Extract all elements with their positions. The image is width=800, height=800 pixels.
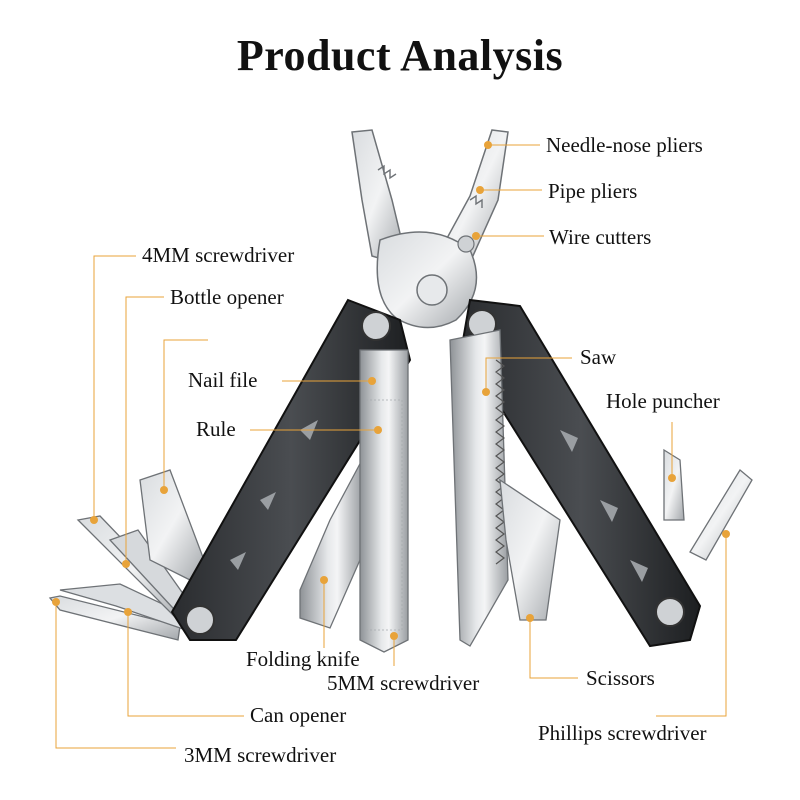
handle-right-cutouts [560,430,648,582]
callout-dot-saw [482,388,490,396]
label-hole-puncher: Hole puncher [606,389,720,413]
nail-file-texture [365,399,403,631]
callout-dot-4mm-screwdriver [90,516,98,524]
label-5mm-screwdriver: 5MM screwdriver [327,671,480,695]
nail-file-blade [359,349,409,653]
callout-line-phillips-screwdriver [656,534,727,717]
plier-teeth [377,164,483,208]
callout-dot-hook [160,486,168,494]
label-bottle-opener: Bottle opener [170,285,284,309]
screwdriver-3mm-blade [48,595,181,641]
handle-left [170,298,412,641]
label-folding-knife: Folding knife [246,647,360,671]
pivot-bolt [416,274,448,306]
callout-line-can-opener [127,612,244,717]
callout-dot-can-opener [124,608,132,616]
label-pipe-pliers: Pipe pliers [548,179,638,203]
handle-left-cutouts [230,420,318,570]
callout-dot-wire-cutters [472,232,480,240]
callout-line-3mm-screwdriver [55,602,176,749]
label-can-opener: Can opener [250,703,347,727]
label-saw: Saw [580,345,617,369]
saw-teeth [495,359,505,565]
callout-lines [55,144,727,749]
callout-dot-5mm-screwdriver [390,632,398,640]
callout-dot-nail-file [368,377,376,385]
callout-dot-needle-nose-pliers [484,141,492,149]
phillips-screwdriver-blade [689,469,753,561]
label-rule: Rule [196,417,236,441]
scissors-blades [499,478,561,621]
callout-line-bottle-opener [125,296,164,564]
callout-dot-folding-knife [320,576,328,584]
callout-dot-3mm-screwdriver [52,598,60,606]
label-scissors: Scissors [586,666,655,690]
callout-dot-rule [374,426,382,434]
callout-dot-phillips-screwdriver [722,530,730,538]
callout-line-saw [485,357,572,392]
callout-dot-pipe-pliers [476,186,484,194]
callout-dot-scissors [526,614,534,622]
callout-dot-hole-puncher [668,474,676,482]
handle-right-screw-bottom [655,597,685,627]
label-wire-cutters: Wire cutters [549,225,652,249]
saw-blade [449,329,509,647]
callout-dots [52,141,730,640]
page-title: Product Analysis [236,31,564,80]
label-nail-file: Nail file [188,368,258,392]
callout-dot-bottle-opener [122,560,130,568]
callout-line-scissors [529,618,578,679]
handle-left-screw-bottom [185,605,215,635]
wire-cutter-gear [457,235,475,253]
label-4mm-screwdriver: 4MM screwdriver [142,243,295,267]
label-needle-nose-pliers: Needle-nose pliers [546,133,703,157]
callout-line-hook [163,339,208,490]
label-phillips-screwdriver: Phillips screwdriver [538,721,707,745]
handle-left-screw-top [361,311,391,341]
hole-puncher-blade [663,448,685,521]
callout-line-4mm-screwdriver [93,255,136,520]
label-3mm-screwdriver: 3MM screwdriver [184,743,337,767]
